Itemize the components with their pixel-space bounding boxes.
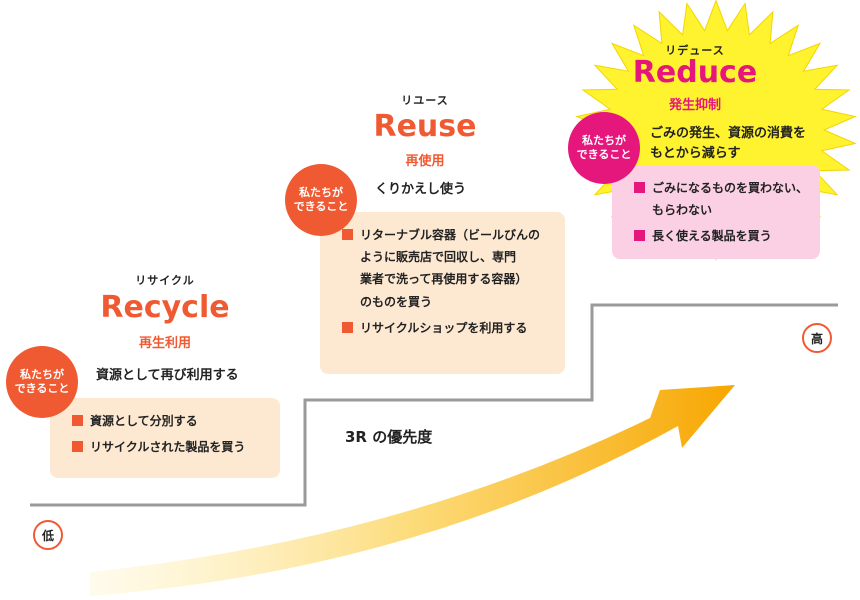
- recycle-reading: リサイクル: [135, 274, 195, 287]
- list-item: リサイクルされた製品を買う: [72, 436, 268, 458]
- list-item: リサイクルショップを利用する: [342, 317, 553, 339]
- reduce-description: ごみの発生、資源の消費を もとから減らす: [650, 126, 807, 161]
- list-item: リターナブル容器（ビールびんの ように販売店で回収し、専門 業者で洗って再使用す…: [342, 224, 553, 313]
- reduce-action-list: ごみになるものを買わない、 もらわない 長く使える製品を買う: [612, 165, 820, 259]
- reduce-reading: リデュース: [665, 44, 725, 57]
- bullet-square-icon: [634, 182, 645, 193]
- recycle-badge: 私たちができること: [6, 346, 78, 418]
- reuse-subtitle: 再使用: [405, 154, 445, 169]
- staircase-line: [30, 303, 838, 507]
- list-item: ごみになるものを買わない、 もらわない: [634, 177, 808, 221]
- recycle-subtitle: 再生利用: [138, 336, 191, 351]
- priority-label: 3R の優先度: [345, 428, 433, 446]
- reuse-description: くりかえし使う: [375, 182, 467, 197]
- list-item: 資源として分別する: [72, 410, 268, 432]
- bullet-square-icon: [72, 415, 83, 426]
- reduce-subtitle: 発生抑制: [668, 98, 721, 113]
- curved-arrow-icon: [90, 385, 735, 596]
- bullet-square-icon: [342, 321, 353, 333]
- reuse-badge: 私たちができること: [285, 164, 357, 236]
- reduce-title: Reduce: [632, 55, 758, 90]
- level-low-marker: 低: [33, 520, 63, 550]
- reuse-action-list: リターナブル容器（ビールびんの ように販売店で回収し、専門 業者で洗って再使用す…: [320, 212, 565, 374]
- reduce-badge: 私たちができること: [568, 112, 640, 184]
- reuse-title: Reuse: [373, 109, 477, 144]
- recycle-description: 資源として再び利用する: [96, 368, 239, 383]
- list-item: 長く使える製品を買う: [634, 225, 808, 247]
- bullet-square-icon: [342, 229, 353, 240]
- recycle-action-list: 資源として分別する リサイクルされた製品を買う: [50, 398, 280, 478]
- recycle-title: Recycle: [100, 290, 230, 325]
- level-high-marker: 高: [802, 323, 832, 353]
- reuse-reading: リユース: [401, 94, 449, 107]
- bullet-square-icon: [634, 230, 645, 242]
- bullet-square-icon: [72, 441, 83, 453]
